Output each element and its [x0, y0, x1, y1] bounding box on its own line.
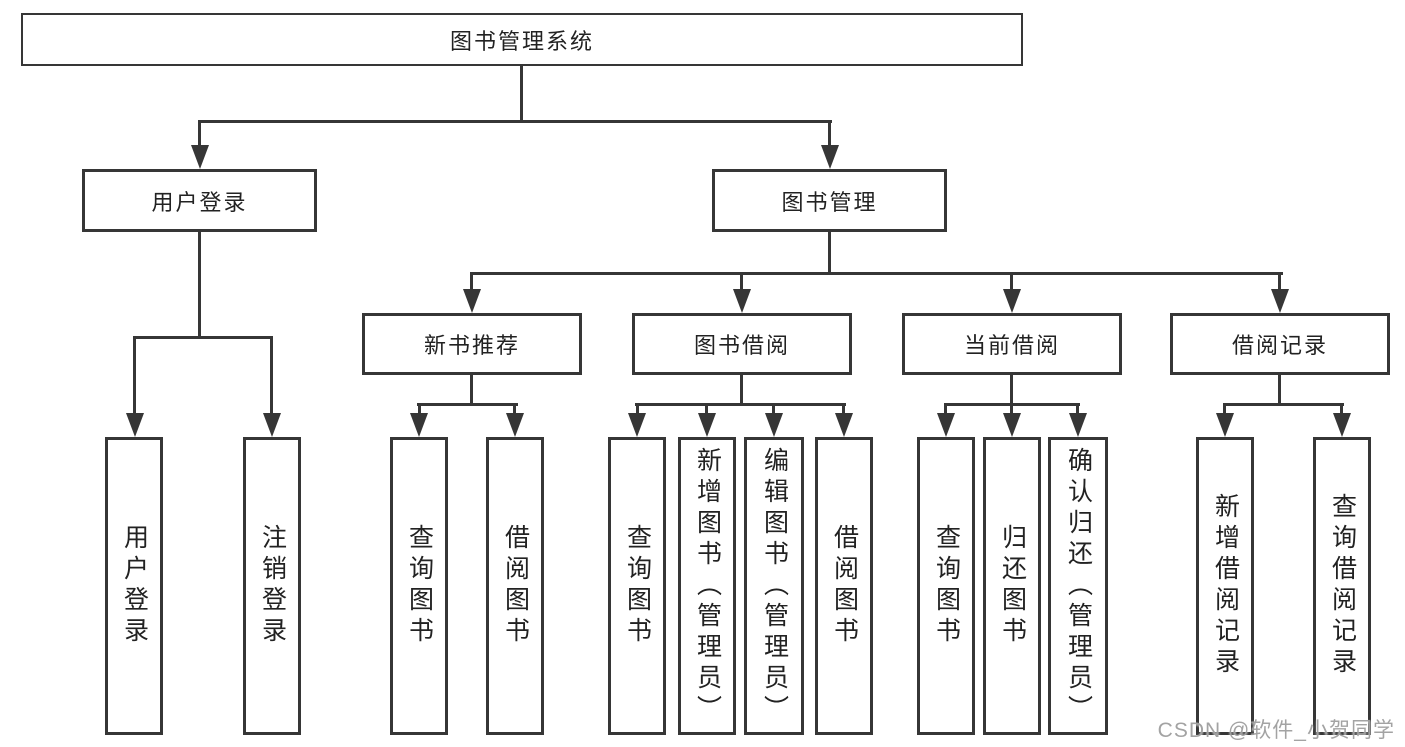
- connector-line: [1223, 403, 1226, 416]
- leaf-logout: 注销登录: [243, 437, 301, 735]
- connector-line: [417, 403, 518, 406]
- connector-line: [1278, 375, 1281, 406]
- arrow-down-icon: [937, 413, 955, 437]
- leaf-query-borrow-record: 查询借阅记录: [1313, 437, 1371, 735]
- leaf-edit-books-admin-label: 编辑图书（管理员）: [760, 446, 789, 726]
- connector-line: [198, 232, 201, 339]
- connector-line: [636, 403, 639, 416]
- leaf-borrow-books-2: 借阅图书: [815, 437, 873, 735]
- leaf-borrow-books-1: 借阅图书: [486, 437, 544, 735]
- connector-line: [470, 272, 473, 292]
- connector-line: [270, 336, 273, 415]
- node-book-borrow: 图书借阅: [632, 313, 852, 375]
- leaf-borrow-books-2-label: 借阅图书: [830, 524, 859, 648]
- node-user-login-label: 用户登录: [151, 189, 248, 215]
- connector-line: [1010, 272, 1013, 292]
- leaf-add-books-admin-label: 新增图书（管理员）: [693, 446, 722, 726]
- arrow-down-icon: [410, 413, 428, 437]
- connector-line: [944, 403, 947, 416]
- connector-line: [828, 232, 831, 275]
- leaf-confirm-return-admin: 确认归还（管理员）: [1048, 437, 1108, 735]
- leaf-query-books-1: 查询图书: [390, 437, 448, 735]
- connector-line: [520, 66, 523, 123]
- node-root: 图书管理系统: [21, 13, 1023, 66]
- node-borrow-records-label: 借阅记录: [1231, 333, 1328, 358]
- leaf-query-books-2: 查询图书: [608, 437, 666, 735]
- arrow-down-icon: [506, 413, 524, 437]
- node-new-book-recommend-label: 新书推荐: [423, 333, 520, 358]
- connector-line: [418, 403, 421, 416]
- arrow-down-icon: [1069, 413, 1087, 437]
- connector-line: [470, 272, 1283, 275]
- node-new-book-recommend: 新书推荐: [362, 313, 582, 375]
- connector-line: [133, 336, 273, 339]
- leaf-query-borrow-record-label: 查询借阅记录: [1328, 493, 1357, 679]
- connector-line: [470, 375, 473, 406]
- connector-line: [1278, 272, 1281, 292]
- leaf-user-login: 用户登录: [105, 437, 163, 735]
- node-book-borrow-label: 图书借阅: [693, 333, 790, 358]
- connector-line: [842, 403, 845, 416]
- leaf-edit-books-admin: 编辑图书（管理员）: [744, 437, 804, 735]
- node-book-management: 图书管理: [712, 169, 947, 232]
- csdn-watermark: CSDN @软件_小贺同学: [1157, 719, 1395, 742]
- arrow-down-icon: [698, 413, 716, 437]
- leaf-add-borrow-record-label: 新增借阅记录: [1211, 493, 1240, 679]
- leaf-query-books-3: 查询图书: [917, 437, 975, 735]
- connector-line: [828, 120, 831, 147]
- arrow-down-icon: [1003, 413, 1021, 437]
- arrow-down-icon: [263, 413, 281, 437]
- arrow-down-icon: [835, 413, 853, 437]
- node-root-label: 图书管理系统: [449, 28, 594, 54]
- leaf-add-borrow-record: 新增借阅记录: [1196, 437, 1254, 735]
- node-borrow-records: 借阅记录: [1170, 313, 1390, 375]
- connector-line: [133, 336, 136, 415]
- node-user-login: 用户登录: [82, 169, 317, 232]
- leaf-logout-label: 注销登录: [258, 524, 287, 648]
- connector-line: [772, 403, 775, 416]
- connector-line: [635, 403, 846, 406]
- node-current-borrow: 当前借阅: [902, 313, 1122, 375]
- leaf-user-login-label: 用户登录: [120, 524, 149, 648]
- arrow-down-icon: [1003, 289, 1021, 313]
- leaf-query-books-2-label: 查询图书: [623, 524, 652, 648]
- arrow-down-icon: [1271, 289, 1289, 313]
- connector-line: [513, 403, 516, 416]
- arrow-down-icon: [733, 289, 751, 313]
- arrow-down-icon: [1216, 413, 1234, 437]
- arrow-down-icon: [191, 145, 209, 169]
- connector-line: [740, 272, 743, 292]
- leaf-return-books-label: 归还图书: [998, 524, 1027, 648]
- connector-line: [1010, 403, 1013, 416]
- leaf-return-books: 归还图书: [983, 437, 1041, 735]
- leaf-query-books-1-label: 查询图书: [405, 524, 434, 648]
- arrow-down-icon: [463, 289, 481, 313]
- connector-line: [198, 120, 832, 123]
- arrow-down-icon: [821, 145, 839, 169]
- node-book-management-label: 图书管理: [781, 189, 878, 215]
- node-current-borrow-label: 当前借阅: [963, 333, 1060, 358]
- arrow-down-icon: [1333, 413, 1351, 437]
- connector-line: [1223, 403, 1344, 406]
- arrow-down-icon: [126, 413, 144, 437]
- connector-line: [1076, 403, 1079, 416]
- connector-line: [705, 403, 708, 416]
- leaf-confirm-return-admin-label: 确认归还（管理员）: [1064, 446, 1093, 726]
- connector-line: [740, 375, 743, 406]
- leaf-add-books-admin: 新增图书（管理员）: [678, 437, 736, 735]
- connector-line: [198, 120, 201, 147]
- arrow-down-icon: [765, 413, 783, 437]
- arrow-down-icon: [628, 413, 646, 437]
- connector-line: [1010, 375, 1013, 406]
- leaf-query-books-3-label: 查询图书: [932, 524, 961, 648]
- connector-line: [1340, 403, 1343, 416]
- leaf-borrow-books-1-label: 借阅图书: [501, 524, 530, 648]
